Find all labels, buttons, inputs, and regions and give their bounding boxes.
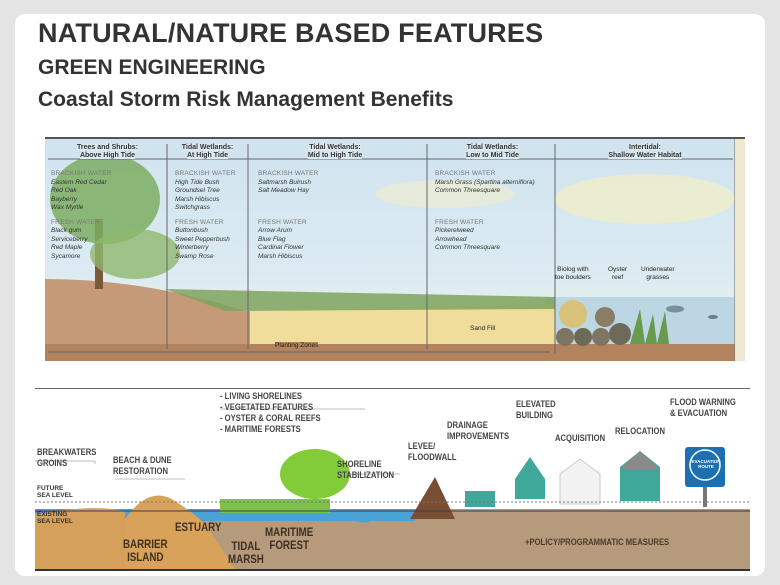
- plant: Eastern Red Cedar: [51, 178, 107, 186]
- zone-heading-text: Trees and Shrubs: Above High Tide: [76, 144, 139, 159]
- plant: High Tide Bush: [175, 178, 220, 186]
- plant: Groundsel Tree: [175, 187, 220, 194]
- zone-1-plants: BRACKISH WATER Eastern Red Cedar Red Oak…: [51, 170, 112, 261]
- existing-sea-level-label: EXISTING SEA LEVEL: [37, 511, 73, 525]
- coastal-measures-art: [35, 408, 750, 569]
- plant: Red Oak: [51, 187, 77, 194]
- plant: Buttonbush: [175, 227, 208, 234]
- slide-subtitle: GREEN ENGINEERING: [38, 56, 266, 79]
- plant: Cardinal Flower: [258, 244, 304, 251]
- zone-heading-mid-high: Tidal Wetlands: Mid to High Tide: [265, 144, 405, 160]
- zone-heading-high-tide: Tidal Wetlands: At High Tide: [170, 144, 245, 160]
- oyster-reef-callout: Oyster reef: [608, 266, 628, 281]
- relocation-label: RELOCATION: [615, 426, 666, 436]
- plant: Marsh Hibiscus: [258, 252, 303, 260]
- policy-measures-label: +POLICY/PROGRAMMATIC MEASURES: [525, 537, 670, 547]
- slide-title: NATURAL/NATURE BASED FEATURES: [38, 18, 544, 48]
- brackish-label: BRACKISH WATER: [51, 170, 112, 177]
- plant: Marsh Hibiscus: [175, 195, 220, 203]
- zone-heading-trees: Trees and Shrubs: Above High Tide: [55, 144, 160, 160]
- future-sea-level-label: FUTURE SEA LEVEL: [37, 485, 73, 499]
- tidal-marsh-label: TIDAL MARSH: [228, 541, 264, 566]
- zone-heading-low-mid: Tidal Wetlands: Low to Mid Tide: [440, 144, 545, 160]
- zone-4-plants: BRACKISH WATER Marsh Grass (Spartina alt…: [435, 170, 535, 253]
- fresh-label: FRESH WATER: [258, 218, 307, 226]
- plant: Blue Flag: [258, 235, 286, 243]
- planting-zones-art: [45, 139, 745, 361]
- zone-heading-text: Intertidal: Shallow Water Habitat: [608, 144, 682, 159]
- breakwaters-label: BREAKWATERS GROINS: [37, 447, 97, 468]
- barrier-island-label: BARRIER ISLAND: [123, 539, 168, 564]
- plant: Salt Meadow Hay: [258, 187, 309, 194]
- drainage-improvements-label: DRAINAGE IMPROVEMENTS: [447, 420, 510, 441]
- fresh-label: FRESH WATER: [51, 218, 100, 226]
- acquisition-label: ACQUISITION: [555, 433, 606, 443]
- coastal-measures-illustration: BREAKWATERS GROINS BEACH & DUNE RESTORAT…: [35, 388, 750, 571]
- plant: Common Threesquare: [435, 244, 501, 251]
- evacuation-route-sign: EVACUATION ROUTE: [691, 459, 721, 469]
- underwater-grasses-callout: Underwater grasses: [641, 266, 675, 281]
- brackish-label: BRACKISH WATER: [175, 170, 236, 177]
- list-item: - OYSTER & CORAL REEFS: [220, 413, 321, 423]
- list-item: - MARITIME FORESTS: [220, 424, 301, 434]
- brackish-label: BRACKISH WATER: [258, 170, 319, 177]
- levee-floodwall-label: LEVEE/ FLOODWALL: [408, 441, 457, 462]
- zone-heading-text: Tidal Wetlands: At High Tide: [181, 144, 234, 159]
- plant: Pickerelweed: [435, 227, 474, 234]
- plant: Swamp Rose: [175, 252, 214, 260]
- plant: Serviceberry: [51, 235, 88, 243]
- plant: Saltmarsh Bulrush: [258, 178, 312, 186]
- planting-zones-illustration: Trees and Shrubs: Above High Tide Tidal …: [45, 137, 745, 361]
- estuary-label: ESTUARY: [175, 522, 222, 534]
- flood-warning-label: FLOOD WARNING & EVACUATION: [670, 397, 736, 418]
- slide-subtitle-2: Coastal Storm Risk Management Benefits: [38, 88, 454, 111]
- brackish-label: BRACKISH WATER: [435, 170, 496, 177]
- plant: Bayberry: [51, 195, 78, 203]
- plant: Sweet Pepperbush: [175, 235, 230, 243]
- plant: Sycamore: [51, 252, 81, 260]
- plant: Arrowhead: [435, 235, 467, 243]
- sand-fill-label: Sand Fill: [470, 325, 496, 332]
- fresh-label: FRESH WATER: [175, 218, 224, 226]
- plant: Marsh Grass (Spartina alterniflora): [435, 178, 535, 186]
- list-item: - LIVING SHORELINES: [220, 391, 303, 401]
- fresh-label: FRESH WATER: [435, 218, 484, 226]
- plant: Winterberry: [175, 244, 209, 251]
- zone-2-plants: BRACKISH WATER High Tide Bush Groundsel …: [175, 170, 236, 261]
- zone-heading-text: Tidal Wetlands: Mid to High Tide: [307, 144, 363, 159]
- plant: Switchgrass: [175, 204, 211, 211]
- plant: Wax Myrtle: [51, 204, 84, 211]
- plant: Arrow Arum: [258, 227, 293, 234]
- zone-heading-intertidal: Intertidal: Shallow Water Habitat: [585, 144, 705, 160]
- plant: Common Threesquare: [435, 187, 501, 194]
- zone-3-plants: BRACKISH WATER Saltmarsh Bulrush Salt Me…: [258, 170, 319, 261]
- list-item: - VEGETATED FEATURES: [220, 402, 314, 412]
- zone-heading-text: Tidal Wetlands: Low to Mid Tide: [466, 144, 519, 159]
- plant: Black gum: [51, 227, 82, 234]
- planting-zones-label: Planting Zones: [275, 342, 319, 350]
- natural-features-list: - LIVING SHORELINES - VEGETATED FEATURES…: [220, 391, 321, 435]
- plant: Red Maple: [51, 244, 83, 251]
- biolog-callout: Biolog with toe boulders: [555, 266, 591, 281]
- shoreline-stabilization-label: SHORELINE STABILIZATION: [337, 459, 395, 480]
- beach-dune-label: BEACH & DUNE RESTORATION: [113, 455, 172, 476]
- maritime-forest-label: MARITIME FOREST: [265, 527, 314, 552]
- elevated-building-label: ELEVATED BUILDING: [516, 399, 556, 420]
